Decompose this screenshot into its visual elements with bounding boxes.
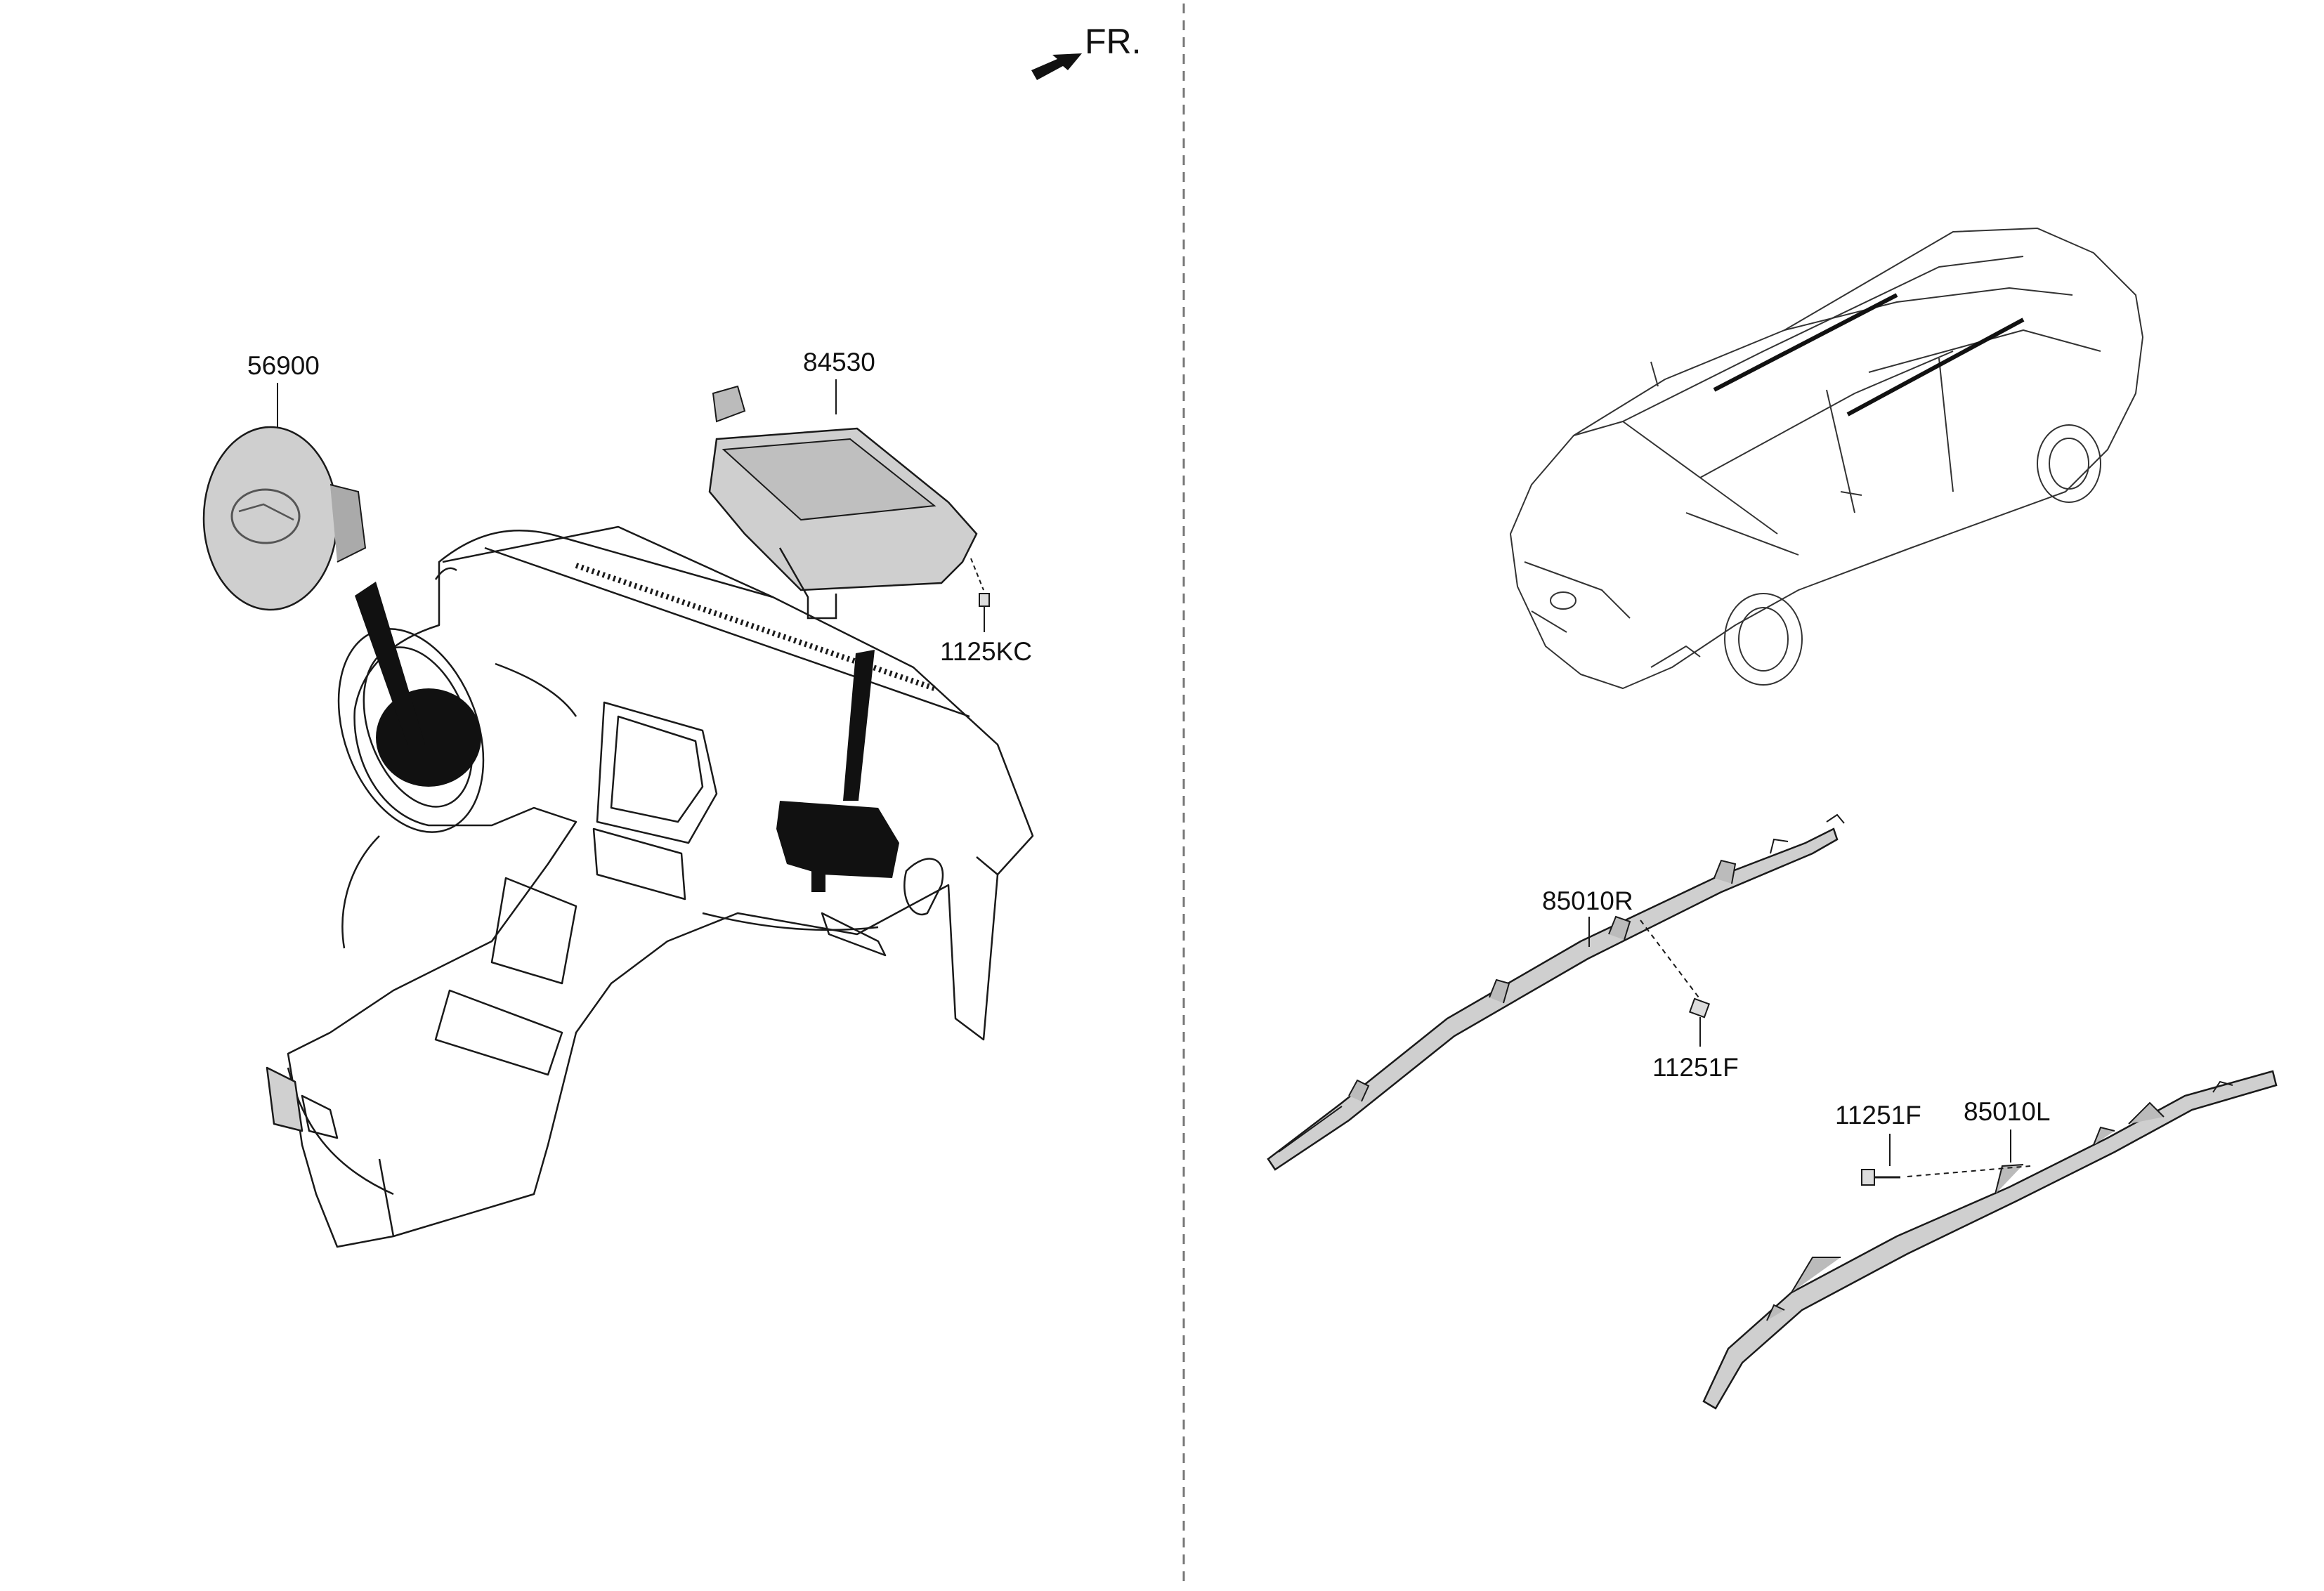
passenger-airbag-part-number: 84530 [803, 348, 875, 377]
passenger-airbag-bolt-part-number: 1125KC [940, 637, 1032, 666]
curtain-airbag-left-part-number: 85010L [1964, 1097, 2050, 1126]
curtain-airbag-left: 85010L 11251F [1702, 1070, 2278, 1410]
curtain-airbag-left-bolt-part-number: 11251F [1835, 1101, 1921, 1130]
driver-airbag-module: 56900 [202, 351, 367, 611]
curtain-airbag-right-bolt [1688, 997, 1711, 1047]
front-label: FR. [1085, 22, 1142, 61]
curtain-airbag-left-bolt [1861, 1134, 1900, 1186]
passenger-airbag-bolt [979, 593, 990, 632]
curtain-airbag-right: 85010R 11251F [1267, 813, 1845, 1171]
dashboard-assembly [266, 525, 1034, 1248]
curtain-airbag-right-bolt-part-number: 11251F [1652, 1053, 1739, 1082]
driver-airbag-mounted [355, 582, 481, 787]
passenger-airbag-mounted [776, 650, 899, 892]
curtain-airbag-right-part-number: 85010R [1542, 886, 1633, 915]
front-arrow-icon [1031, 53, 1082, 80]
vehicle-illustration [1510, 228, 2143, 689]
front-direction-marker: FR. [1031, 22, 1142, 80]
driver-airbag-part-number: 56900 [247, 351, 320, 380]
passenger-airbag-module: 84530 1125KC [708, 348, 1032, 666]
